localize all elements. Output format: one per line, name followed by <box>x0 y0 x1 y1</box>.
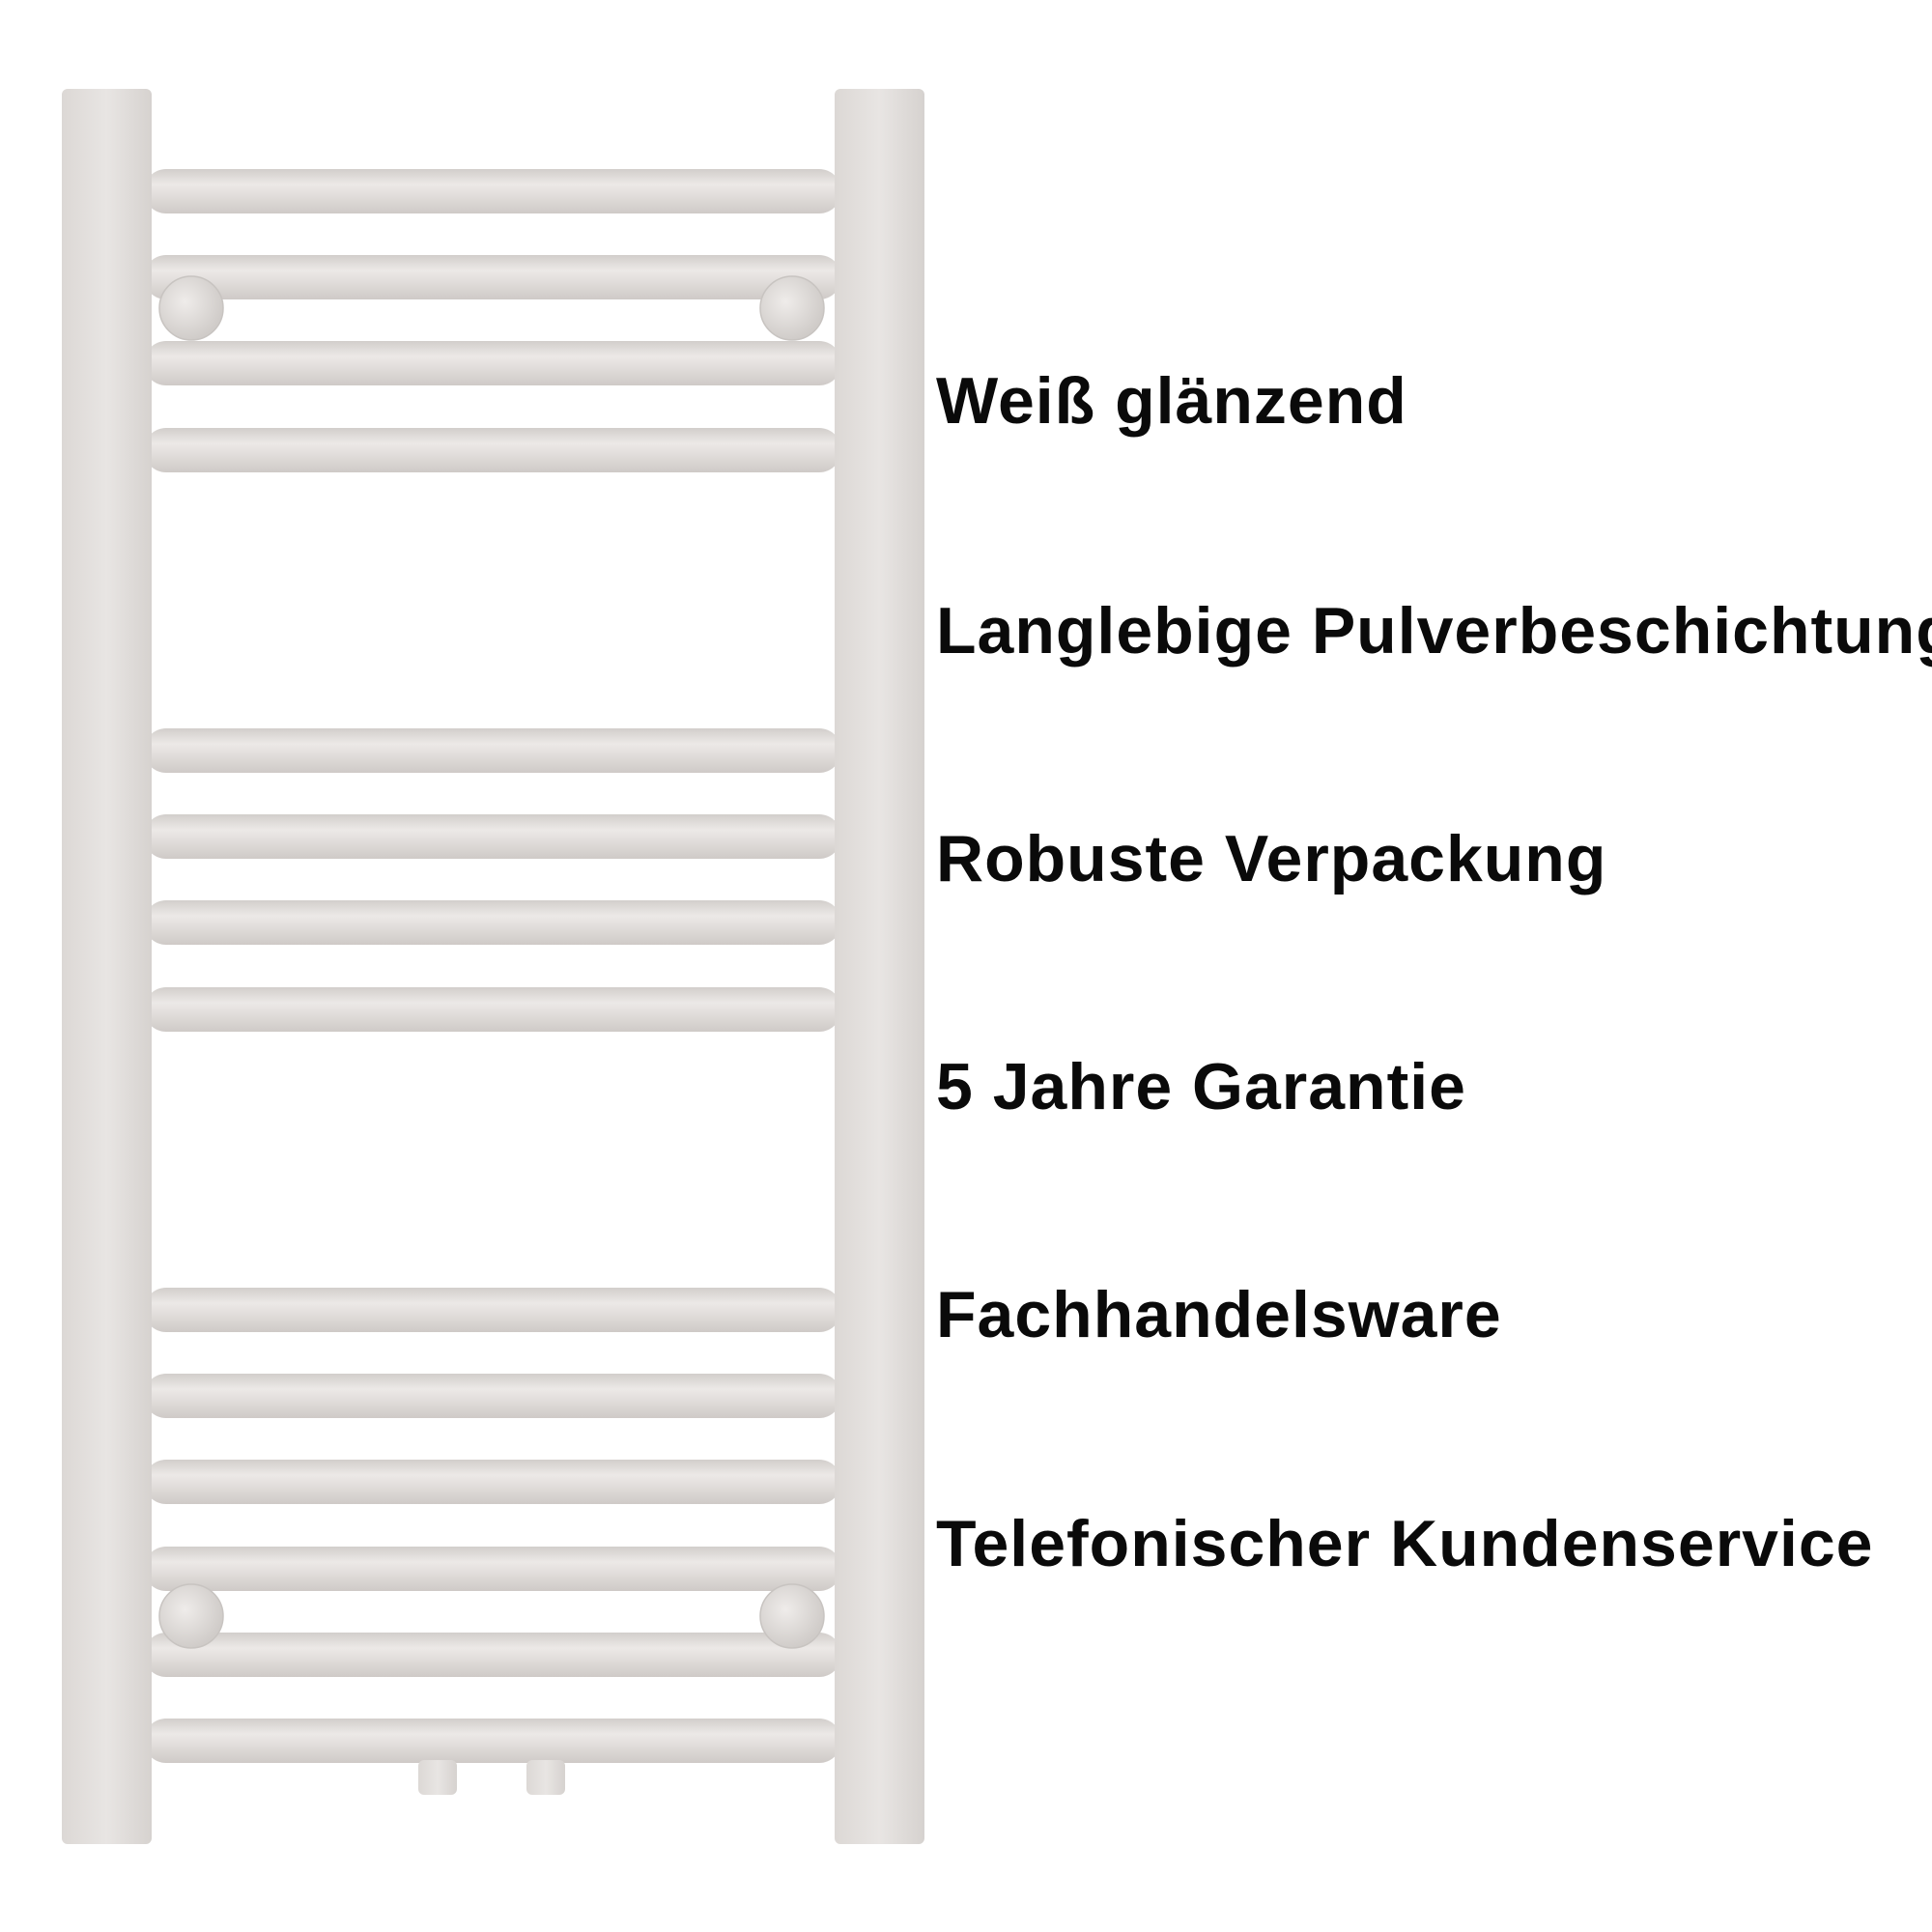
right-rail <box>835 89 924 1844</box>
towel-bar <box>144 1633 841 1677</box>
wall-bracket <box>759 1583 825 1649</box>
feature-coating: Langlebige Pulverbeschichtung <box>936 594 1932 668</box>
towel-bar <box>144 255 841 299</box>
feature-finish: Weiß glänzend <box>936 364 1407 438</box>
towel-bar <box>144 341 841 385</box>
wall-bracket <box>158 275 224 341</box>
left-rail <box>62 89 152 1844</box>
towel-bar <box>144 987 841 1032</box>
valve-left <box>418 1760 457 1795</box>
valve-right <box>526 1760 565 1795</box>
towel-bar <box>144 1460 841 1504</box>
wall-bracket <box>759 275 825 341</box>
feature-warranty: 5 Jahre Garantie <box>936 1050 1466 1123</box>
towel-bar <box>144 1374 841 1418</box>
towel-bar <box>144 1719 841 1763</box>
feature-trade-goods: Fachhandelsware <box>936 1278 1502 1351</box>
wall-bracket <box>158 1583 224 1649</box>
towel-bar <box>144 814 841 859</box>
towel-bar <box>144 428 841 472</box>
towel-bar <box>144 728 841 773</box>
towel-bar <box>144 1288 841 1332</box>
towel-radiator-image <box>62 89 924 1844</box>
feature-packaging: Robuste Verpackung <box>936 822 1607 895</box>
towel-bar <box>144 1547 841 1591</box>
towel-bar <box>144 900 841 945</box>
feature-customer-service: Telefonischer Kundenservice <box>936 1507 1874 1580</box>
towel-bar <box>144 169 841 213</box>
